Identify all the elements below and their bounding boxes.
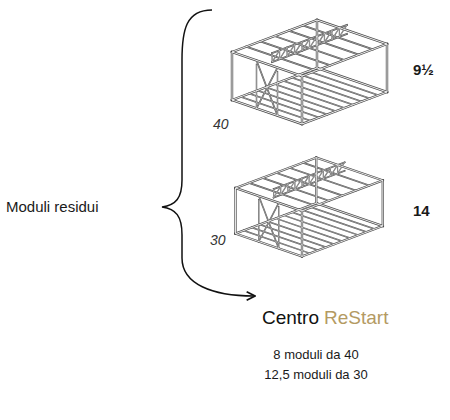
module-size: 30 [210, 232, 226, 248]
module-count: 9½ [413, 61, 434, 78]
module-40 [232, 20, 387, 124]
center-name: ReStart [324, 307, 388, 329]
curly-bracket-arrow [162, 10, 254, 296]
center-name: Centro [262, 307, 319, 329]
module-30 [236, 158, 383, 257]
module-total: 8 moduli da 40 [273, 348, 358, 363]
group-label: Moduli residui [6, 198, 99, 215]
module-total: 12,5 moduli da 30 [264, 368, 367, 383]
module-count: 14 [413, 202, 430, 219]
module-size: 40 [213, 116, 229, 132]
